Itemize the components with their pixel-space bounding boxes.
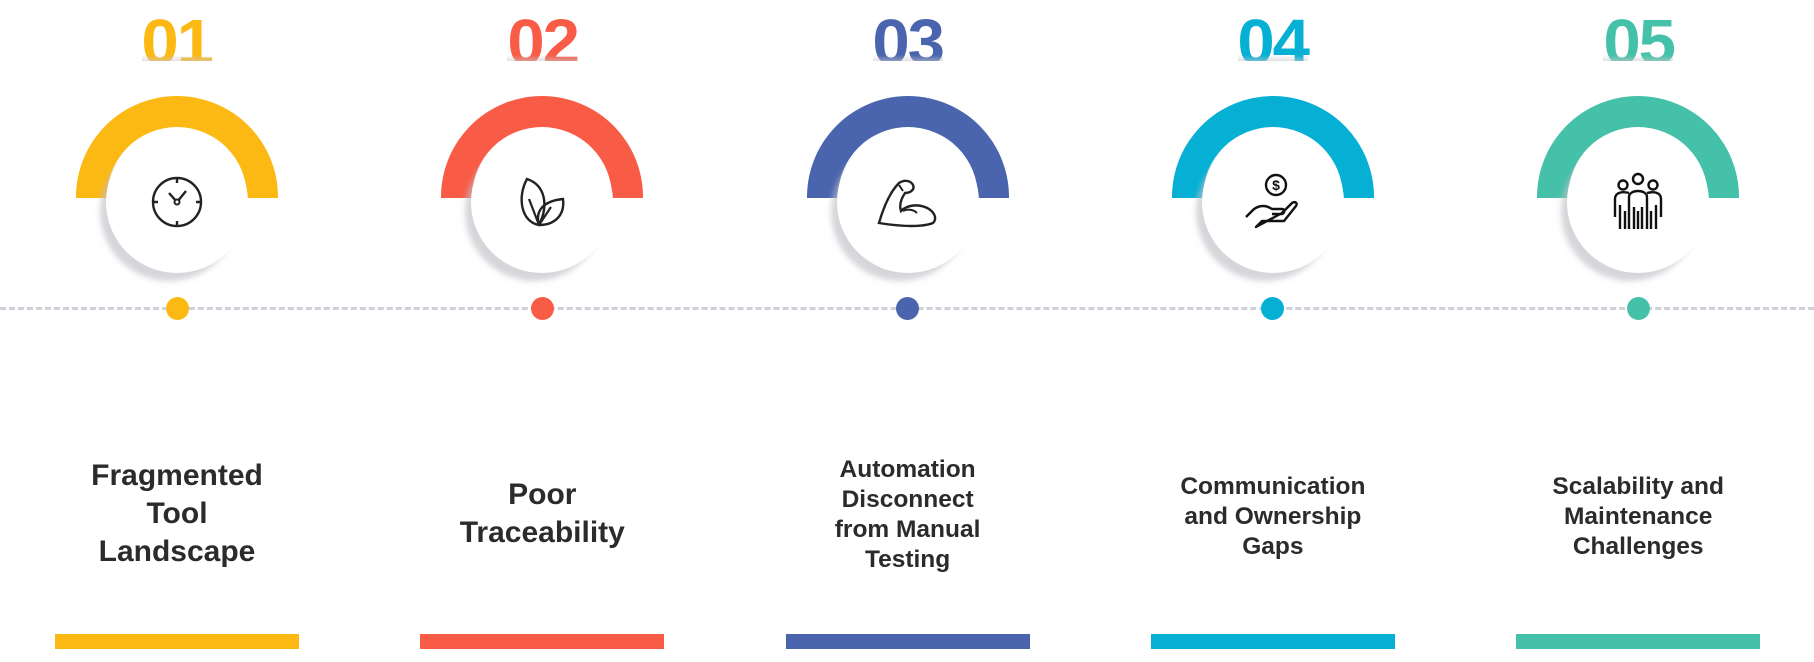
step-number-text: 02 [507, 6, 580, 61]
step-title-line: Gaps [1242, 533, 1304, 560]
step-accent-bar [55, 634, 299, 649]
svg-text:$: $ [1272, 177, 1280, 193]
step-title-line: Communication [1180, 473, 1366, 500]
icon-circle: $ [1201, 131, 1344, 273]
hand-coin-icon: $ [1245, 173, 1298, 229]
step-number: 03 [725, 6, 1090, 61]
step-title-line: Disconnect [841, 486, 974, 513]
icon-circle [471, 131, 614, 273]
step-title-line: Testing [864, 546, 951, 573]
step-title-line: Scalability and [1552, 473, 1724, 500]
timeline-dot [1261, 297, 1285, 320]
step-title-line: Landscape [98, 535, 256, 568]
step-number: 04 [1090, 6, 1455, 61]
step-title-line: Tool [146, 497, 208, 530]
step-title-line: Challenges [1572, 533, 1704, 560]
flexed-arm-icon [877, 179, 936, 228]
icon-circle [1567, 131, 1710, 273]
timeline-dot [896, 297, 920, 320]
clock-icon [151, 176, 203, 228]
step-accent-bar [420, 634, 665, 649]
step-number: 05 [1456, 6, 1814, 61]
step-title-line: Traceability [459, 516, 625, 549]
step-title-line: Maintenance [1563, 503, 1713, 530]
step-accent-bar [1516, 634, 1761, 649]
step-title-line: and Ownership [1184, 503, 1362, 530]
step-title-line: Automation [839, 456, 976, 483]
step-number: 01 [0, 6, 360, 61]
step-number-text: 04 [1237, 6, 1311, 61]
step-number-text: 01 [141, 6, 215, 61]
icon-circle [106, 131, 248, 273]
step-number-text: 05 [1602, 6, 1676, 61]
leaf-icon [520, 177, 565, 227]
step-title-line: from Manual [834, 516, 981, 543]
step-number: 02 [360, 6, 725, 61]
icon-circle [836, 131, 979, 273]
timeline-dot [165, 297, 189, 320]
step-title-line: Fragmented [91, 459, 263, 492]
step-accent-bar [1150, 634, 1395, 649]
timeline-dot [1626, 297, 1650, 320]
step-title-line: Poor [508, 478, 577, 511]
step-number-text: 03 [872, 6, 945, 61]
step-accent-bar [785, 634, 1030, 649]
team-icon [1613, 172, 1663, 229]
timeline-dot [530, 297, 554, 320]
